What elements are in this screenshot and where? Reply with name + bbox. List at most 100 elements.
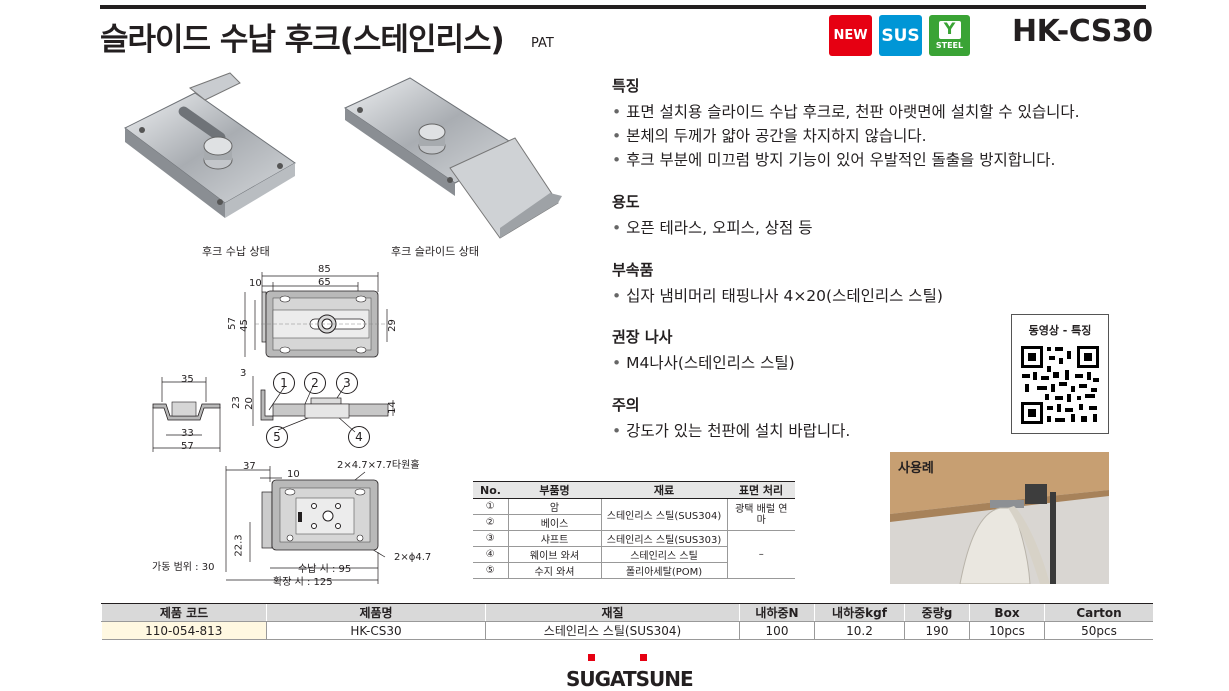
screw-item: M4나사(스테인리스 스틸) <box>612 351 795 375</box>
spec-product-name: HK-CS30 <box>266 621 486 640</box>
caption-stored: 후크 수납 상태 <box>202 245 270 258</box>
table-row: 110-054-813 HK-CS30 스테인리스 스틸(SUS304) 100… <box>101 621 1153 640</box>
features-heading: 특징 <box>612 77 640 95</box>
part-material: 스테인리스 스틸(SUS303) <box>600 530 727 547</box>
part-name: 암 <box>507 498 601 515</box>
dim-23: 23 <box>230 396 242 409</box>
dim-22-3: 22.3 <box>233 534 245 557</box>
drawing-top-view <box>244 272 395 358</box>
patent-mark: PAT <box>531 36 554 51</box>
spec-load-n: 100 <box>739 621 815 640</box>
logo-text: SUGATSUNE <box>566 667 694 691</box>
callout-1: 1 <box>273 372 295 394</box>
part-no: ⑤ <box>473 562 508 579</box>
part-no: ④ <box>473 546 508 563</box>
dim-14: 14 <box>386 401 398 414</box>
callout-5: 5 <box>266 426 288 448</box>
spec-product-code: 110-054-813 <box>101 621 267 640</box>
dim-10-mount: 10 <box>287 469 300 480</box>
spec-header: 내하중kgf <box>814 603 905 622</box>
dim-hole: 2×ϕ4.7 <box>394 552 432 563</box>
spec-weight: 190 <box>904 621 970 640</box>
part-material: 스테인리스 스틸(SUS304) <box>600 498 727 531</box>
parts-header: 재료 <box>601 481 727 499</box>
part-name: 샤프트 <box>507 530 601 547</box>
part-finish: – <box>726 530 795 579</box>
drawing-end-view <box>152 377 221 452</box>
table-row: ③ 샤프트 스테인리스 스틸(SUS303) – <box>473 530 795 579</box>
feature-item: 본체의 두께가 얇아 공간을 차지하지 않습니다. <box>612 124 1080 148</box>
part-no: ② <box>473 514 508 531</box>
dim-20: 20 <box>243 397 255 410</box>
caution-section: 주의 강도가 있는 천판에 설치 바랍니다. <box>612 394 850 443</box>
feature-item: 후크 부분에 미끄럼 방지 기능이 있어 우발적인 돌출을 방지합니다. <box>612 148 1080 172</box>
callout-3: 3 <box>336 372 358 394</box>
spec-header: 내하중N <box>739 603 815 622</box>
qr-code-box[interactable]: 동영상 - 특징 <box>1011 314 1109 434</box>
usage-section: 용도 오픈 테라스, 오피스, 상점 등 <box>612 191 813 240</box>
caution-heading: 주의 <box>612 396 640 414</box>
part-finish: 광택 배럴 연마 <box>726 498 795 531</box>
accessories-section: 부속품 십자 냄비머리 태핑나사 4×20(스테인리스 스틸) <box>612 259 943 308</box>
spec-header: 제품 코드 <box>101 603 267 622</box>
steel-label: STEEL <box>935 41 964 50</box>
table-row: ② 베이스 <box>473 514 795 531</box>
usage-example-photo: 사용례 <box>890 452 1109 584</box>
photo-hook-slide <box>343 77 562 239</box>
dim-slot: 2×4.7×7.7타원홀 <box>337 460 420 471</box>
dim-35: 35 <box>181 374 194 385</box>
screws-heading: 권장 나사 <box>612 328 673 346</box>
part-no: ③ <box>473 530 508 547</box>
part-material: 폴리아세탈(POM) <box>600 562 727 579</box>
dim-extended: 확장 시 : 125 <box>273 577 333 588</box>
dim-stored: 수납 시 : 95 <box>298 564 352 575</box>
dim-45: 45 <box>238 319 250 332</box>
parts-header: 표면 처리 <box>727 481 795 499</box>
dim-65: 65 <box>318 277 331 288</box>
dim-29: 29 <box>386 319 398 332</box>
feature-item: 표면 설치용 슬라이드 수납 후크로, 천판 아랫면에 설치할 수 있습니다. <box>612 100 1079 124</box>
spec-header: 재질 <box>485 603 740 622</box>
spec-carton: 50pcs <box>1044 621 1153 640</box>
drawing-mounting-view <box>225 466 386 584</box>
spec-header: 제품명 <box>266 603 486 622</box>
dim-33: 33 <box>181 428 194 439</box>
photo-hook-stored <box>124 72 296 218</box>
sus-badge: SUS <box>879 15 922 56</box>
parts-header: No. <box>473 481 508 499</box>
accessory-item: 십자 냄비머리 태핑나사 4×20(스테인리스 스틸) <box>612 284 943 308</box>
part-name: 웨이브 와셔 <box>507 546 601 563</box>
spec-material: 스테인리스 스틸(SUS304) <box>485 621 740 640</box>
dim-10-top: 10 <box>249 278 262 289</box>
spec-header: Carton <box>1044 603 1153 622</box>
callout-2: 2 <box>304 372 326 394</box>
dim-37: 37 <box>243 461 256 472</box>
table-row: ① 암 스테인리스 스틸(SUS304) 광택 배럴 연마 <box>473 498 795 531</box>
model-code: HK-CS30 <box>1012 14 1153 49</box>
new-badge: NEW <box>829 15 872 56</box>
table-row: ④ 웨이브 와셔 스테인리스 스틸 <box>473 546 795 563</box>
part-name: 베이스 <box>507 514 601 531</box>
features-section: 특징 표면 설치용 슬라이드 수납 후크로, 천판 아랫면에 설치할 수 있습니… <box>612 75 1080 172</box>
sugatsune-logo: SUGATSUNE <box>566 651 694 691</box>
usage-heading: 용도 <box>612 193 640 211</box>
qr-code-icon <box>1019 344 1101 426</box>
page-title: 슬라이드 수납 후크(스테인리스) <box>100 22 505 58</box>
dim-57-bottom: 57 <box>181 441 194 452</box>
accessories-heading: 부속품 <box>612 261 654 279</box>
spec-box: 10pcs <box>969 621 1045 640</box>
steel-icon: Y <box>938 21 961 39</box>
spec-header: Box <box>969 603 1045 622</box>
screws-section: 권장 나사 M4나사(스테인리스 스틸) <box>612 326 795 375</box>
dim-57-side: 57 <box>226 317 238 330</box>
caution-item: 강도가 있는 천판에 설치 바랍니다. <box>612 419 850 443</box>
spec-table: 제품 코드 제품명 재질 내하중N 내하중kgf 중량g Box Carton … <box>101 603 1153 640</box>
top-rule <box>100 5 1146 9</box>
parts-header: 부품명 <box>508 481 601 499</box>
dim-3: 3 <box>240 368 247 379</box>
dim-range: 가동 범위 : 30 <box>152 562 215 573</box>
part-no: ① <box>473 498 508 515</box>
callout-4: 4 <box>348 426 370 448</box>
part-material: 스테인리스 스틸 <box>600 546 727 563</box>
steel-badge: Y STEEL <box>929 15 970 56</box>
